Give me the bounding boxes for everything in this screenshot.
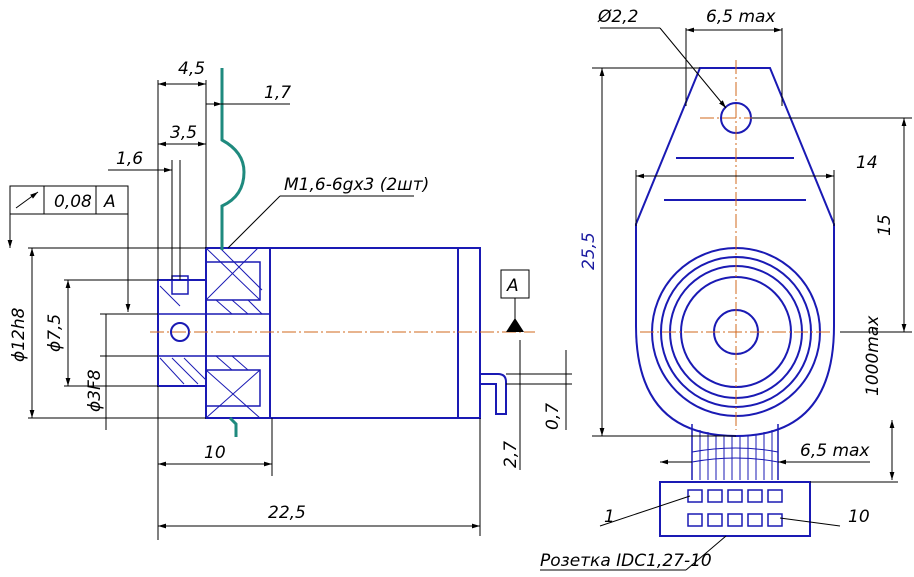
- rear-terminal: [480, 373, 507, 415]
- dim-14: 14: [856, 153, 878, 173]
- datum-label: A: [506, 276, 519, 296]
- dim-2-7: 2,7: [501, 441, 521, 468]
- dim-diam-2-2: Ø2,2: [597, 7, 638, 27]
- pin-1-label: 1: [604, 507, 615, 527]
- dim-25-5: 25,5: [579, 232, 599, 270]
- motor-body: [269, 247, 481, 419]
- cable-lower: [228, 416, 238, 437]
- dim-1-7: 1,7: [264, 83, 291, 103]
- tolerance-value: 0,08: [54, 192, 92, 212]
- dim-diam-12: ϕ12h8: [9, 307, 29, 362]
- side-dimensions: [7, 80, 572, 540]
- thread-callout: M1,6-6gx3 (2шт): [284, 175, 429, 195]
- dim-22-5: 22,5: [268, 503, 306, 523]
- idc-connector: [659, 481, 811, 537]
- dim-15: 15: [875, 214, 895, 236]
- dim-diam-7-5: ϕ7,5: [45, 314, 65, 352]
- ribbon-cable-wires: [691, 430, 779, 480]
- tolerance-datum: A: [103, 192, 116, 212]
- cable-upper: [220, 68, 246, 250]
- shaft-bore: [158, 313, 270, 357]
- side-view: 4,5 1,7 3,5 1,6 0,08 A A M1,6-6gx3 (2шт)…: [7, 59, 572, 540]
- dim-1-6: 1,6: [116, 149, 143, 169]
- dim-6-5-bottom: 6,5 max: [800, 441, 870, 461]
- connector-label: Розетка IDC1,27-10: [540, 551, 712, 571]
- dim-diam-3: ϕ3F8: [85, 369, 105, 412]
- dim-6-5-top: 6,5 max: [706, 7, 776, 27]
- front-dimensions: [540, 27, 912, 571]
- front-body-outline: [635, 67, 835, 438]
- bearing-pockets: [206, 261, 261, 407]
- section-hatch: [159, 247, 263, 419]
- pin-10-label: 10: [848, 507, 870, 527]
- dim-4-5: 4,5: [178, 59, 205, 79]
- dim-3-5: 3,5: [170, 123, 197, 143]
- front-view: Ø2,2 6,5 max 14 15 25,5 1000max 6,5 max …: [540, 7, 912, 571]
- dim-0-7: 0,7: [543, 403, 563, 430]
- bushing: [157, 279, 207, 387]
- dim-1000-max: 1000max: [863, 315, 883, 396]
- connector-pins: [687, 489, 783, 527]
- datum-triangle: [506, 318, 524, 332]
- dim-10: 10: [204, 443, 226, 463]
